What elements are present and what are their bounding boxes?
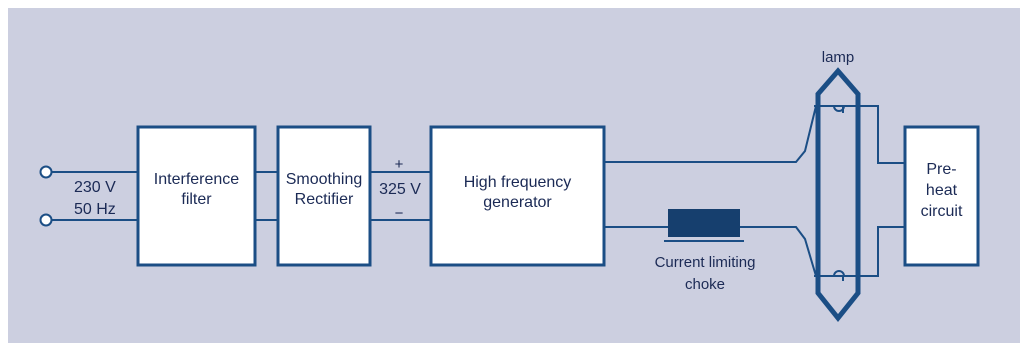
input-wires — [52, 171, 138, 221]
interference-filter-box — [136, 125, 257, 267]
input-terminal-bottom — [39, 213, 53, 227]
choke-core — [668, 209, 740, 237]
hf-generator-box — [429, 125, 606, 267]
preheat-circuit-box — [903, 125, 980, 267]
block-diagram: 230 V 50 Hz Interference filter Smoothin… — [8, 8, 1020, 343]
diagram-panel: 230 V 50 Hz Interference filter Smoothin… — [8, 8, 1020, 343]
filter-rectifier-wires — [256, 171, 278, 221]
hf-generator-label-line1: High frequency — [464, 174, 572, 191]
dc-bus-wires — [371, 171, 431, 221]
choke-label-line1: Current limiting — [655, 254, 756, 271]
hf-generator-label-line2: generator — [483, 194, 552, 211]
preheat-label-line3: circuit — [921, 203, 963, 220]
lamp-tube — [815, 67, 861, 323]
interference-filter-label-line1: Interference — [154, 171, 239, 188]
preheat-wires — [843, 105, 905, 277]
lamp-label: lamp — [822, 49, 855, 66]
input-terminal-top — [39, 165, 53, 179]
choke-label-line2: choke — [685, 276, 725, 293]
smoothing-rectifier-label-line2: Rectifier — [295, 191, 354, 208]
interference-filter-label-line2: filter — [181, 191, 212, 208]
input-frequency-label: 50 Hz — [74, 201, 116, 218]
input-voltage-label: 230 V — [74, 179, 116, 196]
preheat-label-line1: Pre- — [926, 161, 956, 178]
dc-minus-label: − — [395, 205, 404, 222]
dc-plus-label: + — [395, 156, 404, 173]
preheat-label-line2: heat — [926, 182, 958, 199]
smoothing-rectifier-label-line1: Smoothing — [286, 171, 363, 188]
smoothing-rectifier-box — [276, 125, 372, 267]
dc-voltage-label: 325 V — [379, 181, 421, 198]
